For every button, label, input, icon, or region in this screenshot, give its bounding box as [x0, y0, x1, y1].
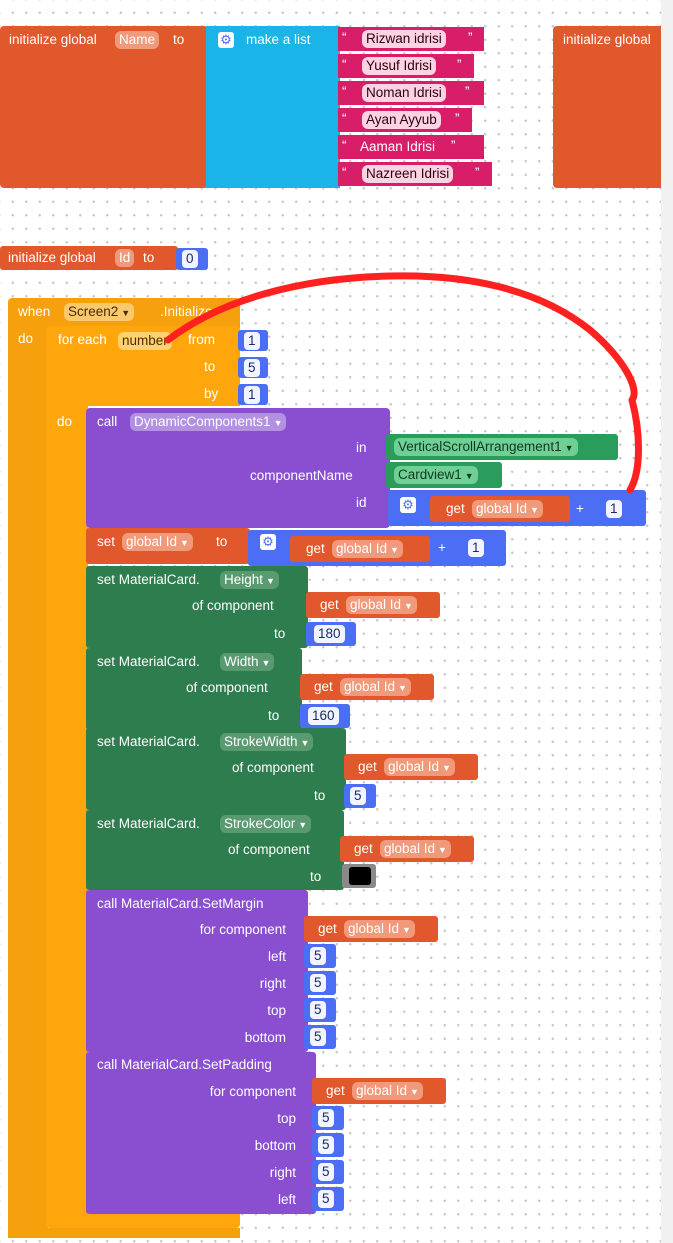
loop-do-rail: do: [46, 404, 88, 1224]
get-global-id-block[interactable]: get global Id▼: [340, 836, 474, 862]
set-strokewidth-block[interactable]: set MaterialCard. StrokeWidth▼ of compon…: [86, 728, 346, 810]
call-create-block[interactable]: call DynamicComponents1▼ in componentNam…: [86, 408, 390, 528]
text-string-item[interactable]: “ Aaman Idrisi ”: [338, 135, 484, 159]
component-dropdown[interactable]: DynamicComponents1▼: [130, 413, 287, 431]
initialize-global-id-block[interactable]: initialize global Id to: [0, 246, 178, 270]
chevron-down-icon: ▼: [398, 683, 407, 693]
number-block[interactable]: 1: [238, 330, 268, 351]
get-global-id-block[interactable]: get global Id▼: [290, 536, 430, 562]
page-edge: [661, 0, 673, 1243]
chevron-down-icon: ▼: [261, 658, 271, 668]
loop-bottom-bar: [46, 1214, 240, 1228]
gear-icon[interactable]: ⚙: [400, 497, 416, 513]
number-block[interactable]: 1: [238, 384, 268, 405]
text-string-item[interactable]: “ Noman Idrisi ”: [338, 81, 484, 105]
chevron-down-icon: ▼: [273, 418, 283, 428]
chevron-down-icon: ▼: [180, 538, 189, 548]
when-screen-initialize-block[interactable]: when Screen2▼ .Initialize: [8, 298, 240, 328]
event-do-rail: do: [8, 326, 48, 1238]
chevron-down-icon: ▼: [438, 845, 447, 855]
text-string-item[interactable]: “ Ayan Ayyub ”: [338, 108, 472, 132]
number-block[interactable]: 5: [238, 357, 268, 378]
for-each-block[interactable]: for each number from to by: [46, 326, 240, 406]
set-strokecolor-block[interactable]: set MaterialCard. StrokeColor▼ of compon…: [86, 810, 344, 890]
to-label: to: [173, 32, 185, 47]
get-global-id-block[interactable]: get global Id▼: [304, 916, 438, 942]
number-block[interactable]: 5: [304, 998, 336, 1022]
number-block[interactable]: 5: [304, 1025, 336, 1049]
color-swatch[interactable]: [349, 867, 371, 885]
make-a-list-label: make a list: [246, 32, 311, 47]
chevron-down-icon: ▼: [390, 545, 399, 555]
screen-dropdown[interactable]: Screen2▼: [64, 303, 135, 321]
chevron-down-icon: ▼: [442, 763, 451, 773]
number-block[interactable]: 160: [300, 704, 350, 728]
loop-variable-field[interactable]: number: [118, 332, 172, 350]
gear-icon[interactable]: ⚙: [260, 534, 276, 550]
chevron-down-icon: ▼: [298, 820, 308, 830]
chevron-down-icon: ▼: [300, 738, 310, 748]
call-setpadding-block[interactable]: call MaterialCard.SetPadding for compone…: [86, 1052, 316, 1214]
chevron-down-icon: ▼: [530, 505, 539, 515]
number-block[interactable]: 5: [312, 1106, 344, 1130]
call-setmargin-block[interactable]: call MaterialCard.SetMargin for componen…: [86, 890, 308, 1052]
set-global-id-block[interactable]: set global Id▼ to: [86, 528, 250, 564]
set-width-block[interactable]: set MaterialCard. Width▼ of component to: [86, 648, 302, 730]
initialize-global-name-block[interactable]: initialize global Name to: [0, 26, 208, 188]
chevron-down-icon: ▼: [564, 443, 574, 453]
text-string-item[interactable]: “ Yusuf Idrisi ”: [338, 54, 474, 78]
make-a-list-block[interactable]: ⚙ make a list: [206, 26, 340, 188]
number-block[interactable]: 180: [306, 622, 356, 646]
chevron-down-icon: ▼: [464, 471, 474, 481]
variable-name-field[interactable]: Name: [115, 31, 160, 49]
chevron-down-icon: ▼: [121, 308, 131, 318]
number-block[interactable]: 0: [176, 248, 208, 270]
text-string-item[interactable]: “ Nazreen Idrisi ”: [338, 162, 492, 186]
get-global-id-block[interactable]: get global Id▼: [312, 1078, 446, 1104]
set-height-block[interactable]: set MaterialCard. Height▼ of component t…: [86, 566, 308, 648]
initialize-global-block-right[interactable]: initialize global: [553, 26, 673, 188]
get-global-id-block[interactable]: get global Id▼: [344, 754, 478, 780]
variable-name-field[interactable]: Id: [115, 249, 135, 267]
number-block[interactable]: 5: [312, 1160, 344, 1184]
chevron-down-icon: ▼: [266, 576, 275, 586]
gear-icon[interactable]: ⚙: [218, 32, 234, 48]
number-block[interactable]: 5: [304, 944, 336, 968]
text-string-item[interactable]: “ Rizwan idrisi ”: [338, 27, 484, 51]
number-block[interactable]: 5: [304, 971, 336, 995]
get-global-id-block[interactable]: get global Id▼: [430, 496, 570, 522]
get-global-id-block[interactable]: get global Id▼: [306, 592, 440, 618]
get-global-id-block[interactable]: get global Id▼: [300, 674, 434, 700]
chevron-down-icon: ▼: [410, 1087, 419, 1097]
number-block[interactable]: 5: [312, 1187, 344, 1211]
initialize-global-label: initialize global: [9, 32, 97, 47]
color-block[interactable]: [342, 864, 376, 888]
number-block[interactable]: 5: [344, 784, 376, 808]
chevron-down-icon: ▼: [402, 925, 411, 935]
component-block[interactable]: VerticalScrollArrangement1▼: [386, 434, 618, 460]
number-block[interactable]: 5: [312, 1133, 344, 1157]
event-bottom-bar: [8, 1228, 240, 1238]
component-block[interactable]: Cardview1▼: [386, 462, 502, 488]
chevron-down-icon: ▼: [404, 601, 413, 611]
